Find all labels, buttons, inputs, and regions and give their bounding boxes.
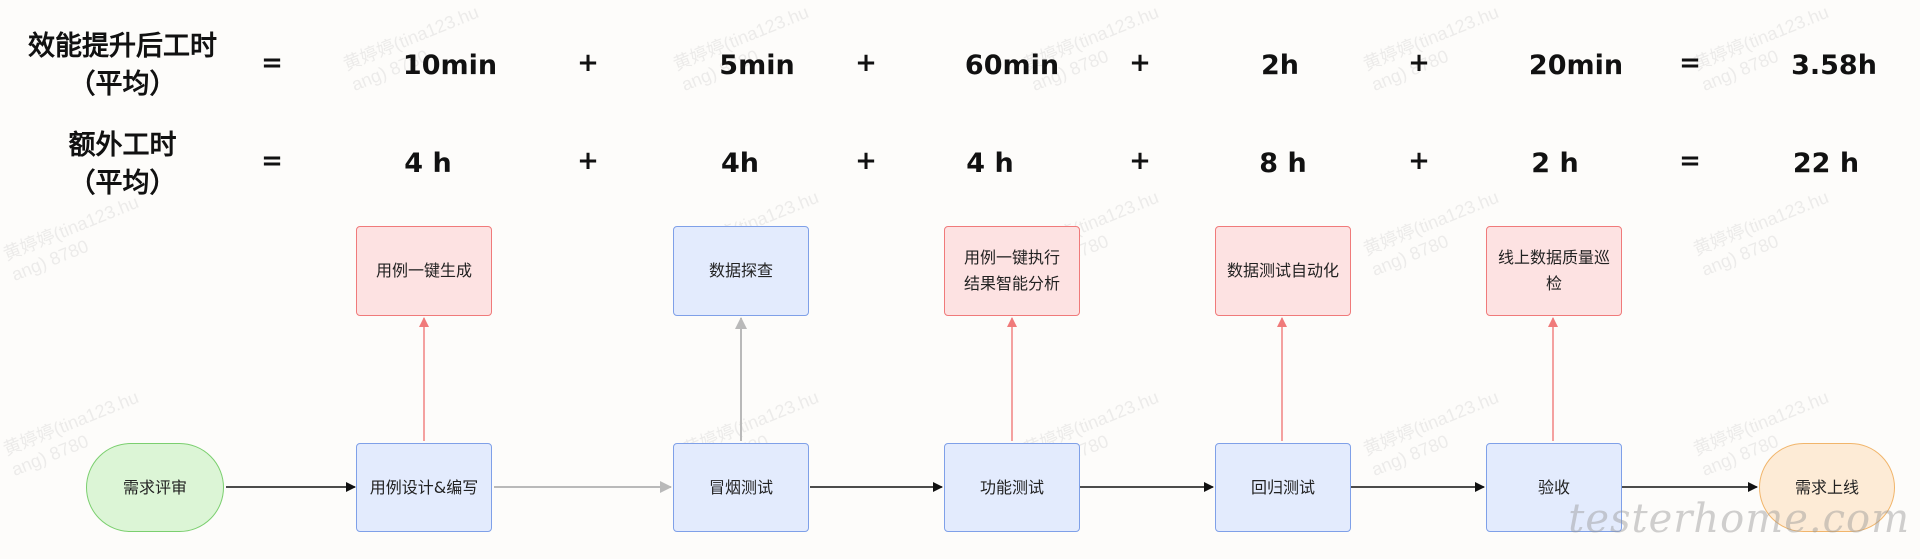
term-value: 4 h: [966, 148, 1014, 179]
flow-step-function-test: 功能测试: [944, 443, 1080, 532]
term-value: 10min: [402, 50, 498, 81]
site-watermark: testerhome.com: [1568, 496, 1910, 542]
term-value: 2 h: [1531, 148, 1579, 179]
plus-sign: +: [577, 48, 599, 78]
equals-sign: =: [261, 48, 283, 78]
term-total: 3.58h: [1791, 50, 1877, 81]
tool-box-case-execution-analysis: 用例一键执行 结果智能分析: [944, 226, 1080, 316]
plus-sign: +: [577, 146, 599, 176]
tool-box-data-exploration: 数据探查: [673, 226, 809, 316]
term-value: 8 h: [1259, 148, 1307, 179]
term-value: 60min: [964, 50, 1060, 81]
term-total: 22 h: [1792, 148, 1860, 179]
plus-sign: +: [1129, 146, 1151, 176]
flow-end-release: 需求上线: [1759, 443, 1895, 532]
term-value: 4 h: [404, 148, 452, 179]
flow-step-smoke-test: 冒烟测试: [673, 443, 809, 532]
equals-sign: =: [261, 146, 283, 176]
term-value: 4h: [720, 148, 760, 179]
plus-sign: +: [1408, 48, 1430, 78]
term-value: 20min: [1528, 50, 1624, 81]
row-label-extra-hours: 额外工时 （平均）: [68, 130, 177, 199]
term-value: 2h: [1260, 50, 1300, 81]
plus-sign: +: [1408, 146, 1430, 176]
plus-sign: +: [855, 146, 877, 176]
tool-box-data-test-automation: 数据测试自动化: [1215, 226, 1351, 316]
flow-start-requirement-review: 需求评审: [86, 443, 224, 532]
plus-sign: +: [855, 48, 877, 78]
plus-sign: +: [1129, 48, 1151, 78]
flow-step-regression-test: 回归测试: [1215, 443, 1351, 532]
row-label-efficiency-hours: 效能提升后工时 （平均）: [28, 31, 217, 100]
equals-sign: =: [1679, 146, 1701, 176]
flow-step-acceptance: 验收: [1486, 443, 1622, 532]
flow-step-case-design: 用例设计&编写: [356, 443, 492, 532]
term-value: 5min: [719, 50, 795, 81]
equals-sign: =: [1679, 48, 1701, 78]
tool-box-case-generation: 用例一键生成: [356, 226, 492, 316]
tool-box-online-data-quality-inspection: 线上数据质量巡 检: [1486, 226, 1622, 316]
